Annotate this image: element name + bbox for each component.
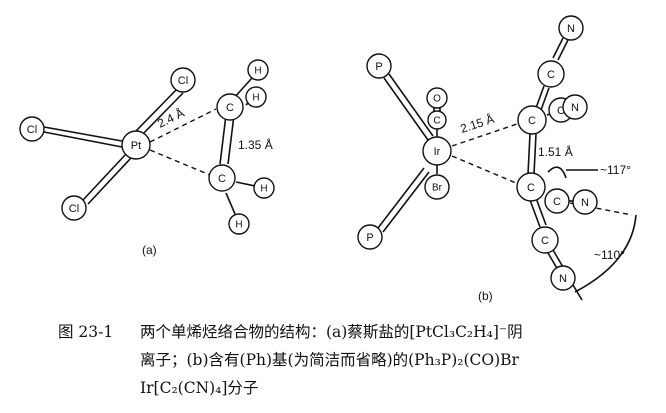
- svg-text:H: H: [254, 66, 261, 77]
- panel-b-label: (b): [478, 289, 493, 303]
- bond-cn-bottom-triple: [547, 249, 564, 271]
- atom-p-bottom: P: [357, 224, 383, 250]
- svg-text:H: H: [252, 93, 259, 104]
- svg-text:O: O: [433, 94, 441, 105]
- svg-text:P: P: [375, 61, 382, 73]
- atom-cl-bottom: Cl: [61, 195, 87, 221]
- svg-text:N: N: [581, 197, 589, 209]
- svg-text:Cl: Cl: [27, 124, 37, 136]
- svg-text:P: P: [366, 232, 373, 244]
- bond-c-c-panel-a: [219, 114, 235, 165]
- svg-text:Cl: Cl: [69, 203, 79, 215]
- svg-text:C: C: [433, 116, 440, 127]
- caption-figure-number: 图 23-1: [58, 323, 114, 341]
- dash-pt-c-top: [149, 108, 217, 143]
- label-angle-110: ~110°: [594, 248, 625, 262]
- figure-caption: 图 23-1 两个单烯烃络合物的结构：(a)蔡斯盐的[PtCl₃C₂H₄]⁻阴 …: [58, 318, 656, 402]
- bond-pt-cl-top: [134, 87, 184, 138]
- label-ir-c-distance: 2.15 Å: [458, 111, 496, 136]
- atom-c-top-panel-b: C: [517, 105, 547, 135]
- atom-o: O: [426, 87, 448, 109]
- svg-text:Ir: Ir: [434, 146, 441, 158]
- atom-n-right-bottom: N: [572, 189, 598, 215]
- arc-angle-117: [547, 166, 567, 179]
- svg-text:C: C: [226, 102, 234, 114]
- atom-c-bottom-panel-b: C: [516, 172, 546, 202]
- svg-text:C: C: [218, 173, 226, 185]
- svg-text:C: C: [547, 69, 555, 81]
- bond-cn-top-triple: [552, 37, 569, 61]
- panel-a-label: (a): [142, 243, 157, 257]
- caption-line-1: 两个单烯烃络合物的结构：(a)蔡斯盐的[PtCl₃C₂H₄]⁻阴: [140, 323, 523, 341]
- label-pt-c-distance: 2.4 Å: [155, 105, 187, 131]
- panel-a-zeise-salt: Cl Cl Cl Pt C C H H H H 2.4 Å 1.35 Å (a): [19, 59, 275, 257]
- panel-b-iridium-complex: P P O C Ir Br C C C N C N C N C N 2.15 Å…: [357, 15, 637, 303]
- bond-pt-cl-left: [43, 126, 123, 148]
- atom-br: Br: [424, 174, 450, 200]
- svg-text:Pt: Pt: [131, 140, 141, 152]
- bond-c-h-bottom: [225, 192, 236, 215]
- atom-cl-left: Cl: [19, 116, 45, 142]
- atom-pt: Pt: [121, 130, 151, 160]
- caption-line-3: Ir[C₂(CN)₄]分子: [140, 379, 259, 397]
- svg-text:C: C: [527, 182, 535, 194]
- bond-ir-p-top: [383, 73, 434, 141]
- bond-c-c-panel-b: [527, 133, 537, 175]
- svg-text:C: C: [528, 115, 536, 127]
- arc-angle-110: [574, 214, 637, 293]
- atom-c-carbonyl: C: [427, 110, 447, 130]
- atom-h-top: H: [247, 59, 269, 81]
- atom-n-right-top: N: [562, 94, 588, 120]
- svg-text:Cl: Cl: [178, 75, 188, 87]
- atom-h-bottom: H: [228, 213, 250, 235]
- label-c-c-distance-panel-b: 1.51 Å: [538, 144, 573, 159]
- svg-text:Br: Br: [432, 183, 443, 194]
- atom-c-top-panel-a: C: [216, 93, 244, 121]
- atom-ir: Ir: [422, 136, 452, 166]
- bond-c-h-bottom-right: [235, 181, 256, 187]
- svg-text:N: N: [567, 23, 575, 35]
- label-c-c-distance-panel-a: 1.35 Å: [238, 137, 273, 152]
- atom-c-cn-right-bottom: C: [544, 188, 570, 214]
- structure-figure: Cl Cl Cl Pt C C H H H H 2.4 Å 1.35 Å (a): [19, 15, 637, 303]
- label-angle-117: ~117°: [600, 163, 631, 177]
- svg-text:C: C: [553, 196, 561, 208]
- caption-line-2: 离子；(b)含有(Ph)基(为简洁而省略)的(Ph₃P)₂(CO)Br: [140, 351, 519, 369]
- svg-text:C: C: [541, 235, 549, 247]
- svg-text:N: N: [571, 102, 579, 114]
- dash-pt-c-bottom: [149, 149, 211, 176]
- atom-p-top: P: [366, 53, 392, 79]
- svg-text:H: H: [260, 184, 267, 195]
- bond-pt-cl-bottom: [82, 153, 132, 205]
- svg-text:C: C: [557, 105, 565, 117]
- bond-c-cn-top: [535, 85, 550, 111]
- svg-text:N: N: [559, 273, 567, 285]
- bond-c-cn-bottom: [529, 197, 547, 228]
- dash-ir-c-top: [451, 123, 518, 147]
- svg-text:H: H: [235, 220, 242, 231]
- atom-c-cn-top: C: [537, 60, 565, 88]
- atom-c-cn-bottom: C: [531, 226, 559, 254]
- atom-n-top: N: [558, 15, 584, 41]
- bond-ir-p-bottom: [377, 167, 430, 233]
- dash-ir-c-bottom: [451, 155, 517, 184]
- atom-h-bottom-right: H: [253, 177, 275, 199]
- atom-cl-top: Cl: [170, 67, 196, 93]
- atom-n-bottom: N: [550, 265, 576, 291]
- atom-c-bottom-panel-a: C: [208, 164, 236, 192]
- atom-h-top-right: H: [245, 86, 267, 108]
